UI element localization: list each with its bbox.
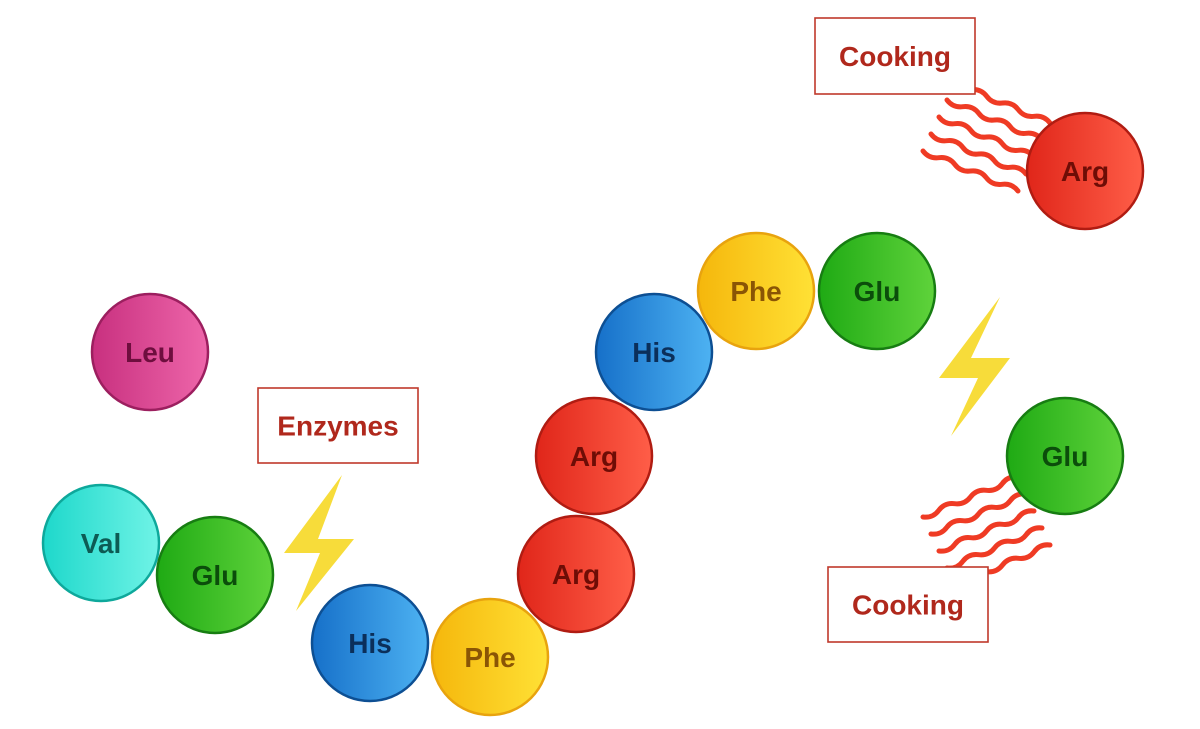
amino-acid-label: Arg <box>1061 156 1109 187</box>
heat-wave-line <box>920 474 1021 520</box>
amino-acid-label: Glu <box>192 560 239 591</box>
amino-acid-circle-shape <box>534 396 654 516</box>
amino-acid-label: Val <box>81 528 121 559</box>
heat-wave-line <box>936 508 1037 554</box>
label-box-border <box>827 566 989 643</box>
label-box-border <box>814 17 976 95</box>
label-text: Enzymes <box>277 411 398 442</box>
amino-acid-circle-shape <box>696 231 816 351</box>
label-text: Cooking <box>852 590 964 621</box>
his-amino-acid-circle: His <box>594 292 714 412</box>
amino-acid-label: Phe <box>730 276 781 307</box>
amino-acid-circle-shape <box>430 597 550 717</box>
glu-amino-acid-circle: Glu <box>1005 396 1125 516</box>
amino-acid-circle-shape <box>1025 111 1145 231</box>
amino-acid-label: Arg <box>552 559 600 590</box>
arg-amino-acid-circle: Arg <box>516 514 636 634</box>
phe-amino-acid-circle: Phe <box>696 231 816 351</box>
amino-acid-label: Glu <box>1042 441 1089 472</box>
heat-wave-line <box>928 131 1029 177</box>
amino-acid-circle-shape <box>594 292 714 412</box>
amino-acid-label: Phe <box>464 642 515 673</box>
cooking-label-box: Cooking <box>827 566 989 643</box>
phe-amino-acid-circle: Phe <box>430 597 550 717</box>
heat-wave-line <box>944 525 1045 571</box>
glu-amino-acid-circle: Glu <box>817 231 937 351</box>
amino-acid-circle-shape <box>817 231 937 351</box>
arg-amino-acid-circle: Arg <box>1025 111 1145 231</box>
val-amino-acid-circle: Val <box>41 483 161 603</box>
amino-acid-label: Arg <box>570 441 618 472</box>
his-amino-acid-circle: His <box>310 583 430 703</box>
leu-amino-acid-circle: Leu <box>90 292 210 412</box>
heat-wave-line <box>928 491 1029 537</box>
cooking-label-box: Cooking <box>814 17 976 95</box>
amino-acid-circle-shape <box>90 292 210 412</box>
heat-wave-line <box>920 148 1021 194</box>
label-text: Cooking <box>839 41 951 72</box>
amino-acid-label: His <box>632 337 676 368</box>
amino-acid-label: Leu <box>125 337 175 368</box>
label-box-border <box>257 387 419 464</box>
lightning-bolt-icon <box>284 475 354 611</box>
amino-acid-circle-shape <box>516 514 636 634</box>
amino-acid-label: His <box>348 628 392 659</box>
glu-amino-acid-circle: Glu <box>155 515 275 635</box>
lightning-bolt-icon <box>939 297 1010 436</box>
amino-acid-circle-shape <box>1005 396 1125 516</box>
heat-wave-line <box>944 97 1045 143</box>
arg-amino-acid-circle: Arg <box>534 396 654 516</box>
heat-wave-line <box>936 114 1037 160</box>
amino-acid-circle-shape <box>41 483 161 603</box>
amino-acid-circle-shape <box>155 515 275 635</box>
heat-waves-icon <box>920 80 1053 194</box>
enzymes-label-box: Enzymes <box>257 387 419 464</box>
amino-acid-label: Glu <box>854 276 901 307</box>
amino-acid-circle-shape <box>310 583 430 703</box>
